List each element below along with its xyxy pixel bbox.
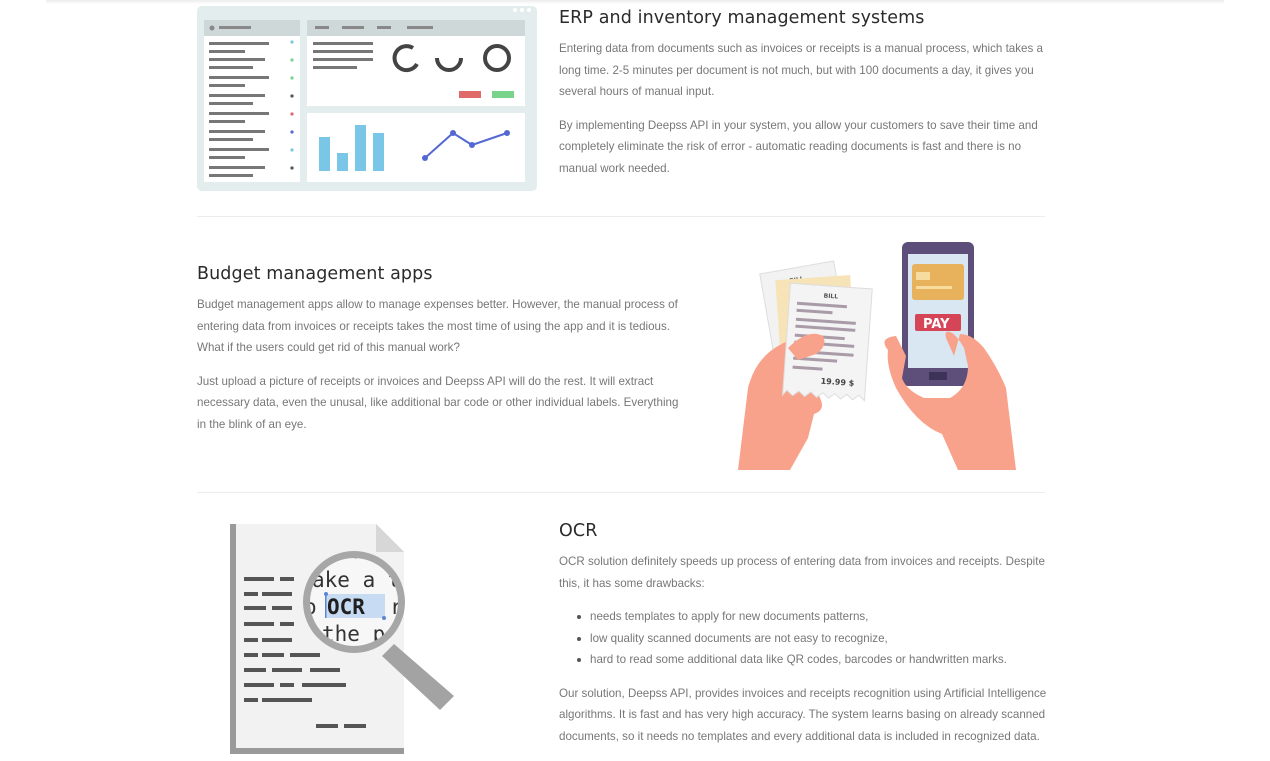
- pay-button-label: PAY: [923, 317, 950, 332]
- ocr-paragraph-1: OCR solution definitely speeds up proces…: [559, 555, 1045, 590]
- list-item: low quality scanned documents are not ea…: [577, 628, 1047, 650]
- section-divider: [197, 216, 1045, 217]
- budget-paragraph-2: Just upload a picture of receipts or inv…: [197, 374, 679, 431]
- ocr-drawbacks-list: needs templates to apply for new documen…: [559, 606, 1047, 671]
- budget-paragraph-1: Budget management apps allow to manage e…: [197, 298, 678, 354]
- section-divider: [197, 492, 1045, 493]
- lens-text-right: r: [390, 595, 403, 619]
- erp-dashboard-illustration: [197, 6, 537, 191]
- lens-text-line1: ake a t: [312, 568, 401, 592]
- lens-text-top: ans: [326, 539, 362, 563]
- list-item: hard to read some additional data like Q…: [577, 649, 1047, 671]
- ocr-section-title: OCR: [559, 521, 598, 541]
- ocr-magnifier-illustration: ans ake a t o OCR r the pr: [226, 520, 462, 756]
- budget-section-title: Budget management apps: [197, 264, 433, 284]
- list-item: needs templates to apply for new documen…: [577, 606, 1047, 628]
- bill-amount: 19.99 $: [820, 377, 855, 388]
- payment-phone-illustration: BILL BILL BILL 19.99 $: [728, 238, 1028, 470]
- bill-label-front: BILL: [823, 293, 838, 301]
- ocr-paragraph-2: Our solution, Deepss API, provides invoi…: [559, 686, 1047, 743]
- erp-section-title: ERP and inventory management systems: [559, 8, 925, 28]
- header-shadow: [46, 0, 1224, 4]
- erp-paragraph-1: Entering data from documents such as inv…: [559, 42, 1043, 98]
- lens-highlighted-word: OCR: [327, 595, 365, 619]
- erp-paragraph-2: By implementing Deepss API in your syste…: [559, 118, 1038, 175]
- lens-text-left: o: [304, 595, 317, 619]
